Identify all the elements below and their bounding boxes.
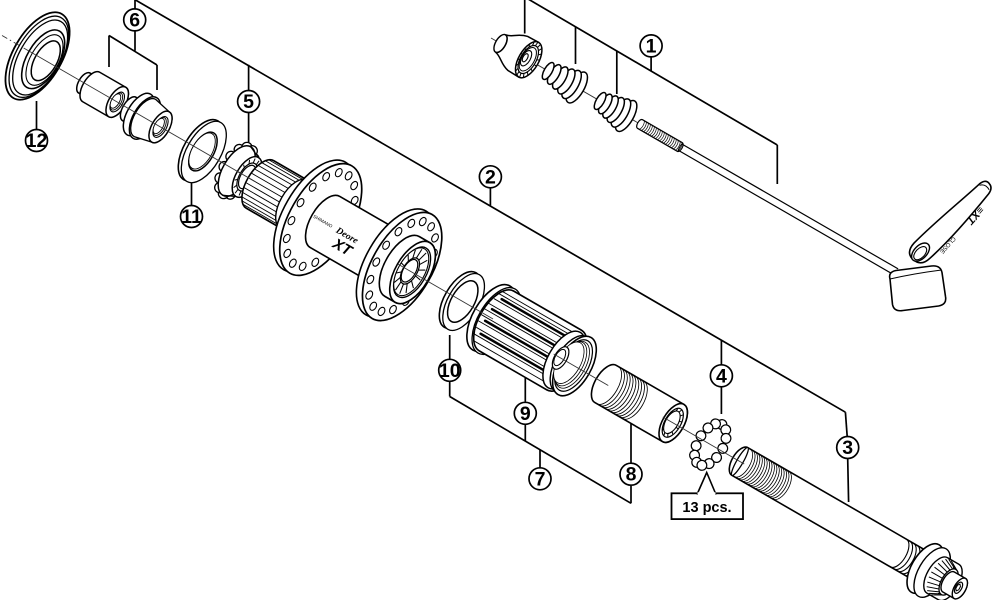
svg-text:10: 10 xyxy=(439,360,461,382)
svg-text:13 pcs.: 13 pcs. xyxy=(682,500,731,516)
svg-text:8: 8 xyxy=(626,464,637,486)
svg-text:1: 1 xyxy=(646,35,657,57)
svg-text:4: 4 xyxy=(716,365,727,387)
svg-text:2: 2 xyxy=(485,166,496,188)
svg-text:7: 7 xyxy=(535,468,546,490)
svg-text:5: 5 xyxy=(243,91,254,113)
svg-text:6: 6 xyxy=(129,9,140,31)
svg-text:11: 11 xyxy=(181,206,202,228)
svg-text:9: 9 xyxy=(520,403,531,425)
svg-text:3: 3 xyxy=(842,437,853,459)
svg-text:12: 12 xyxy=(26,130,48,152)
